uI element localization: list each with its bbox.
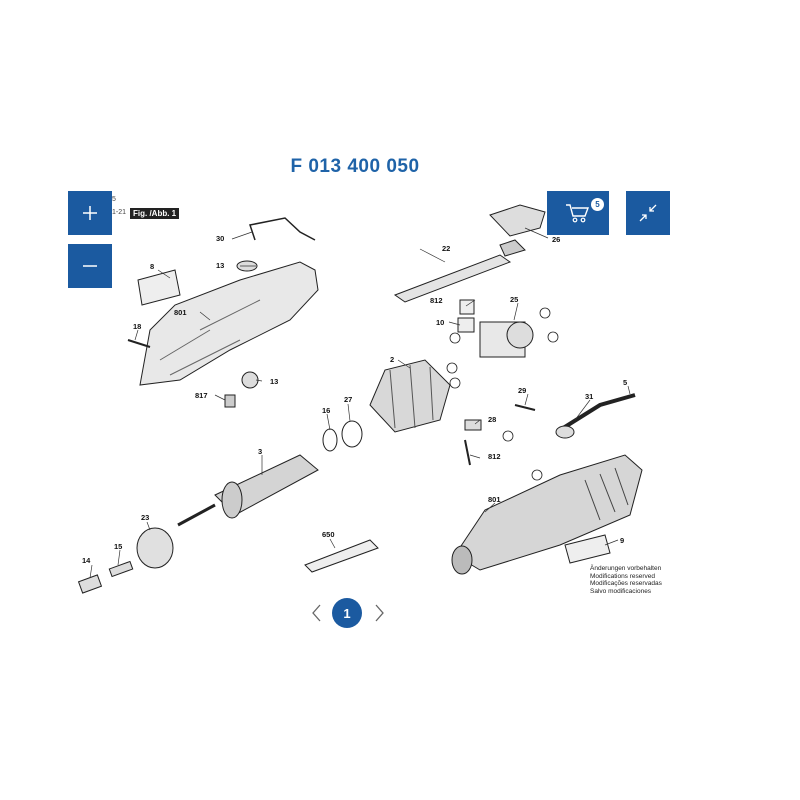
- cart-icon: [566, 204, 590, 223]
- part-label: 650: [322, 530, 335, 539]
- ring-part: [341, 420, 363, 448]
- screw-part: [514, 404, 536, 411]
- cart-button[interactable]: 5: [547, 191, 609, 235]
- chevron-left-icon: [312, 604, 321, 622]
- part-label: 9: [620, 536, 624, 545]
- page-title: F 013 400 050: [290, 156, 420, 177]
- part-label: 28: [488, 415, 496, 424]
- connector-marker-c: [446, 362, 458, 374]
- part-label: 31: [585, 392, 593, 401]
- label-part: [137, 269, 181, 306]
- nut-part: [136, 527, 174, 569]
- part-label: 817: [195, 391, 208, 400]
- field-coil-detail: [389, 364, 434, 429]
- tool-nose-part: [451, 545, 473, 575]
- part-label: 26: [552, 235, 560, 244]
- part-label: 5: [623, 378, 627, 387]
- tool-grip-detail: [584, 467, 629, 521]
- part-label: 8: [150, 262, 154, 271]
- part-label: 10: [436, 318, 444, 327]
- part-label: 801: [174, 308, 187, 317]
- part-label: 22: [442, 244, 450, 253]
- connector-markers: [446, 307, 559, 481]
- housing-detail: [159, 299, 261, 376]
- switch-strip-part: [393, 254, 512, 303]
- part-label: 14: [82, 556, 91, 565]
- power-cord-part: [558, 393, 636, 432]
- collet-part: [108, 560, 134, 578]
- part-label-group: 30 22 26 8 13 801 812 25 18 10 2 817 13 …: [82, 234, 627, 565]
- switch-part: [457, 317, 475, 333]
- armature-shaft-part: [177, 503, 216, 527]
- chevron-right-icon: [375, 604, 384, 622]
- part-label: 801: [488, 495, 501, 504]
- fan-part: [221, 481, 243, 519]
- note-line: Salvo modificaciones: [590, 587, 652, 595]
- part-label: 812: [488, 452, 501, 461]
- leader-lines: [89, 227, 631, 579]
- part-label: 29: [518, 386, 526, 395]
- minus-icon: [83, 265, 97, 267]
- pager: 1: [310, 598, 386, 628]
- cart-count-badge: 5: [591, 198, 604, 211]
- cord-guard-part: [555, 425, 575, 439]
- sidebar-fragment: 5: [112, 196, 116, 203]
- part-label: 3: [258, 447, 262, 456]
- collet-nut-part: [77, 574, 103, 594]
- part-label: 30: [216, 234, 224, 243]
- bearing-part: [241, 371, 259, 389]
- collapse-button[interactable]: [626, 191, 670, 235]
- connector-marker-b: [547, 331, 559, 343]
- plus-icon: [83, 206, 97, 220]
- part-label: 13: [270, 377, 278, 386]
- prev-page-button[interactable]: [310, 603, 324, 623]
- part-label: 15: [114, 542, 122, 551]
- part-label: 2: [390, 355, 394, 364]
- brush-part: [464, 419, 482, 431]
- wrench-part: [304, 539, 379, 573]
- connector-marker-a: [539, 307, 551, 319]
- label-9-part: [564, 534, 611, 564]
- zoom-out-button[interactable]: [68, 244, 112, 288]
- part-label: 812: [430, 296, 443, 305]
- screw-817-part: [224, 394, 236, 408]
- note-line: Änderungen vorbehalten: [590, 565, 662, 572]
- figure-tag: Fig. /Abb. 1: [130, 208, 180, 219]
- speed-dial-part: [506, 321, 534, 349]
- modifications-note: Änderungen vorbehalten Modifications res…: [590, 565, 662, 595]
- zoom-in-button[interactable]: [68, 191, 112, 235]
- collapse-arrows-icon: [639, 204, 657, 222]
- connector-marker-b: [531, 469, 543, 481]
- slide-knob-part: [499, 239, 526, 257]
- sidebar-fragment: 1-21: [112, 209, 127, 216]
- screw-part: [127, 339, 151, 348]
- housing-half-part: [139, 261, 319, 386]
- connector-marker-c: [449, 332, 461, 344]
- brush-holder-part: [459, 299, 475, 315]
- part-label: 27: [344, 395, 352, 404]
- note-line: Modifications reserved: [590, 572, 656, 580]
- part-label: 18: [133, 322, 141, 331]
- assembled-tool-part: [454, 454, 643, 571]
- part-label: 13: [216, 261, 224, 270]
- slide-cover-part: [489, 204, 546, 237]
- screw-part: [464, 439, 471, 466]
- part-label: 25: [510, 295, 518, 304]
- connector-marker-d: [449, 377, 461, 389]
- connector-marker-a: [502, 430, 514, 442]
- note-line: Modificações reservadas: [590, 580, 662, 587]
- part-label: 23: [141, 513, 149, 522]
- ring-part: [322, 428, 338, 452]
- next-page-button[interactable]: [372, 603, 386, 623]
- current-page-button[interactable]: 1: [332, 598, 362, 628]
- part-label: 16: [322, 406, 330, 415]
- wire-bracket-part: [249, 217, 316, 241]
